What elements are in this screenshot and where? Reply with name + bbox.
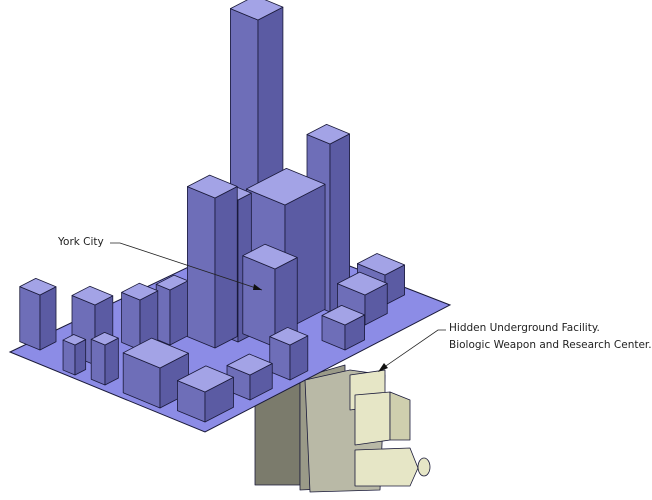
building-roof [186,174,238,199]
building-right-face [169,280,189,346]
facility-cylinder [354,447,419,487]
building-left-face [229,8,259,213]
building [176,365,234,423]
building-left-face [62,339,76,376]
building-left-face [242,255,276,348]
facility-box-side [389,391,411,441]
building [121,282,159,351]
building-left-face [19,286,41,351]
city-label: York City [58,236,104,248]
building [90,331,119,386]
building [226,353,273,401]
building-roof [356,253,405,276]
building-roof [336,271,388,296]
building [186,174,238,349]
city-leader-line [110,242,263,291]
building [19,277,57,351]
building [155,274,189,346]
building-roof [269,327,309,346]
building-roof [19,277,57,296]
building [242,243,298,348]
facility-cylinder-knob [417,457,431,477]
building [321,304,365,351]
building-roof [90,331,119,346]
building-roof [242,243,298,270]
building-roof [62,334,87,346]
building-roof [121,282,159,301]
building [229,0,284,213]
facility-box-front [354,391,391,446]
building-right-face [104,337,119,386]
building-roof [122,337,189,369]
building [269,327,309,381]
building-right-face [74,339,87,376]
building-roof [321,304,365,326]
facility-label-line2: Biologic Weapon and Research Center. [449,339,652,351]
building-roof [245,167,326,206]
underground-facility [254,364,431,493]
building-roof [176,365,234,393]
facility-label-line1: Hidden Underground Facility. [449,322,600,334]
building-left-face [155,283,171,346]
building-roof [229,0,284,21]
facility-leader-line [378,329,446,372]
building [62,334,87,376]
building-right-face [214,186,238,349]
building-right-face [39,286,57,351]
building-left-face [121,291,141,351]
building-roof [226,353,273,376]
building-left-face [90,338,106,386]
building-roof [306,123,350,145]
building-roof [71,285,114,306]
building-left-face [186,186,216,349]
city-buildings [19,0,405,423]
